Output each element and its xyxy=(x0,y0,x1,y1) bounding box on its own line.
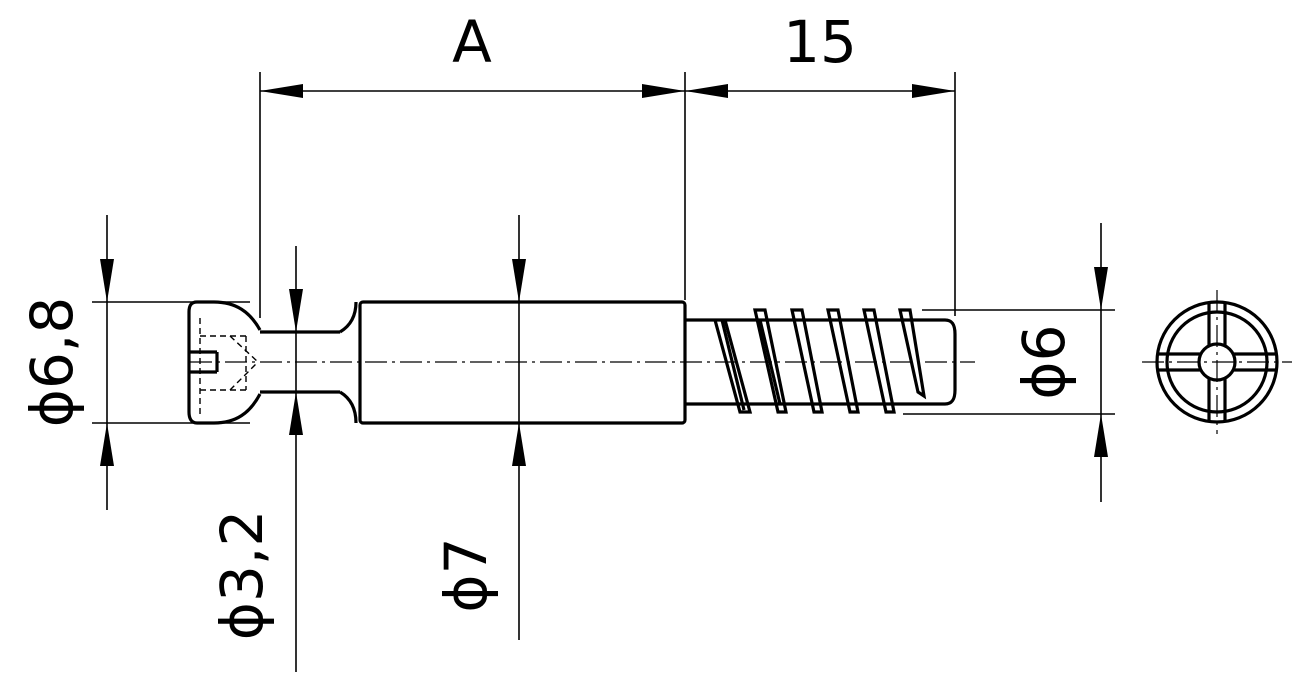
dimension-label-15: 15 xyxy=(783,8,857,76)
arrowhead xyxy=(1094,414,1108,457)
dimension-head-diameter: ϕ6,8 xyxy=(18,215,250,510)
thread-flanks xyxy=(713,308,927,414)
arrowhead xyxy=(260,84,303,98)
arrowhead xyxy=(512,259,526,302)
bolt-side-view xyxy=(187,300,957,425)
arrowhead xyxy=(289,289,303,332)
dimension-body-diameter: ϕ7 xyxy=(432,215,526,640)
end-view-inner xyxy=(1165,310,1269,414)
end-view-hole xyxy=(1197,342,1237,382)
bolt-body xyxy=(358,300,687,425)
arrowhead xyxy=(100,259,114,302)
hidden-line xyxy=(229,361,259,391)
thread-tip xyxy=(944,318,957,406)
arrowhead xyxy=(289,392,303,435)
dimension-label-neck-diameter: ϕ3,2 xyxy=(208,510,276,641)
bolt-end-view xyxy=(1142,290,1292,434)
arrowhead xyxy=(685,84,728,98)
dimension-neck-diameter: ϕ3,2 xyxy=(208,246,303,672)
dimension-label-thread-diameter: ϕ6 xyxy=(1010,324,1078,399)
neck-fillet xyxy=(339,301,358,334)
arrowhead xyxy=(512,423,526,466)
dimension-15: 15 xyxy=(685,8,956,316)
dimension-label-head-diameter: ϕ6,8 xyxy=(18,297,86,428)
arrowhead xyxy=(642,84,685,98)
dimension-a: A xyxy=(259,8,686,318)
hidden-line xyxy=(229,335,259,363)
arrowhead xyxy=(912,84,955,98)
end-view-outer xyxy=(1155,300,1279,424)
dimension-label-a: A xyxy=(452,8,492,76)
bolt-head xyxy=(187,300,262,425)
neck-fillet xyxy=(339,390,358,424)
arrowhead xyxy=(1094,267,1108,310)
arrowhead xyxy=(100,423,114,466)
dimension-label-body-diameter: ϕ7 xyxy=(432,537,500,612)
dimension-thread-diameter: ϕ6 xyxy=(903,223,1115,502)
